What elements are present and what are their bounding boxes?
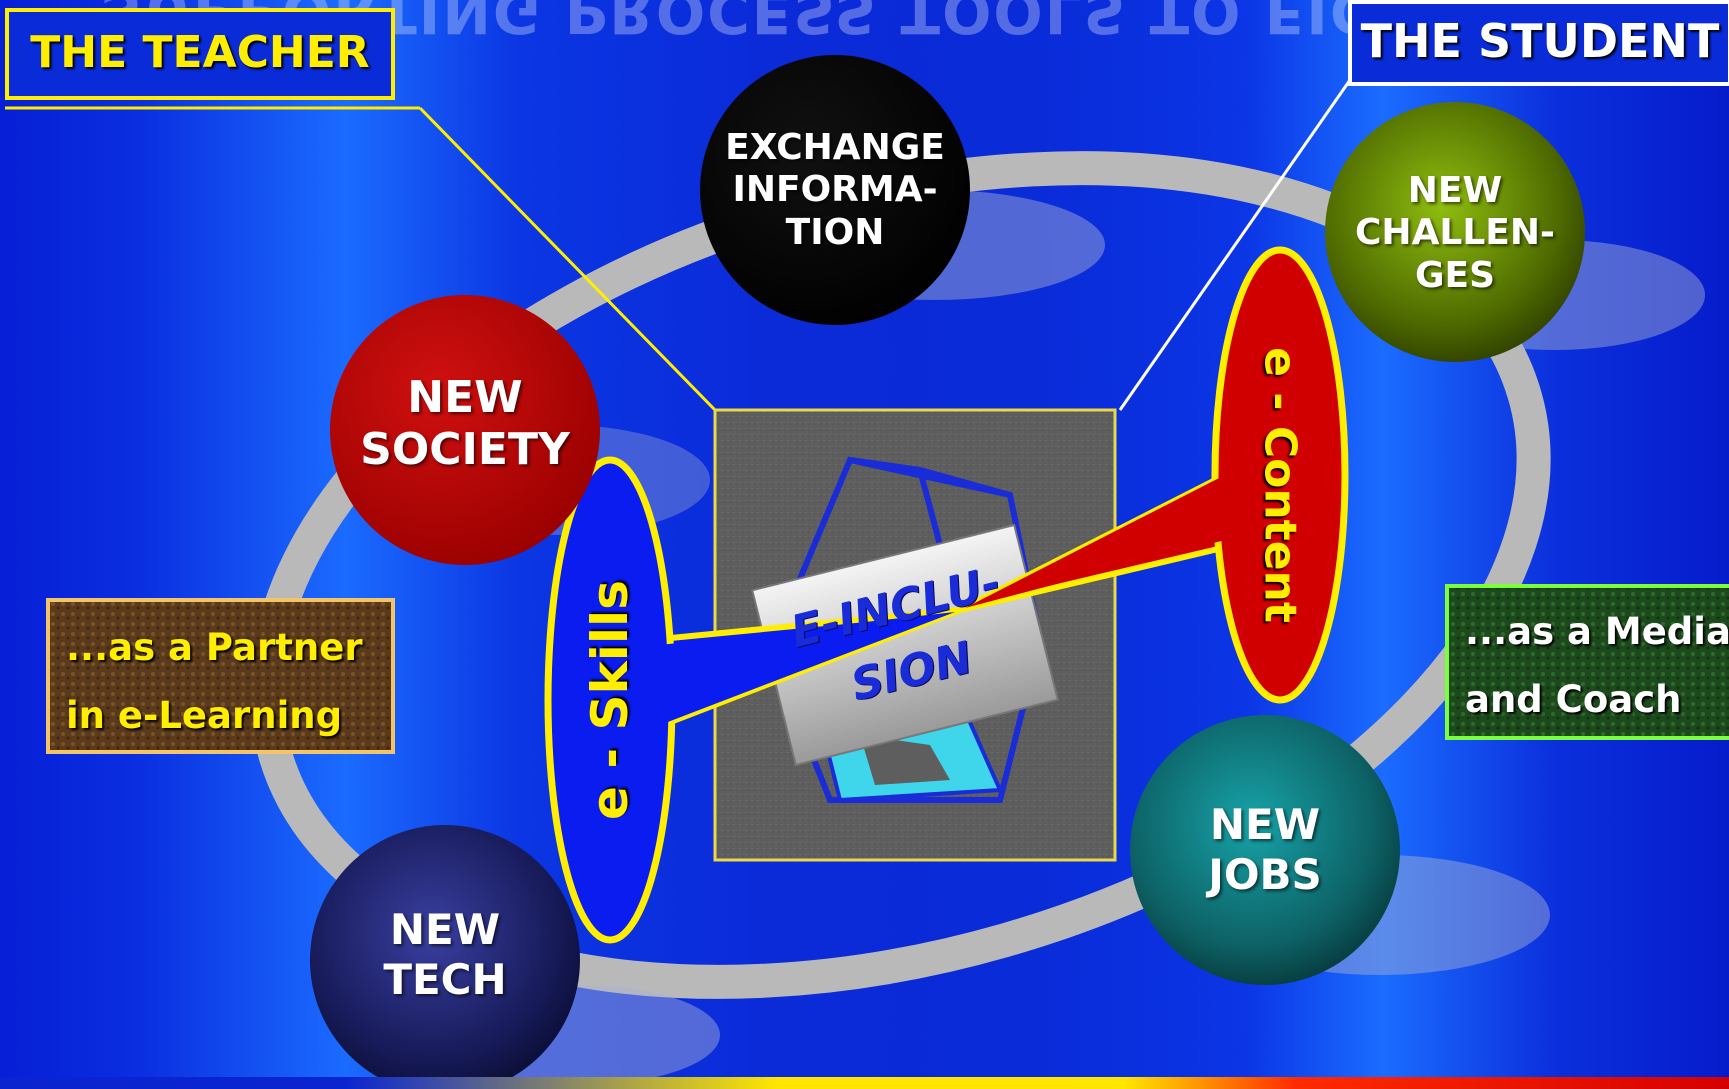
content-callout-label: e - Content xyxy=(1254,347,1306,623)
node-tech-line-1: NEW xyxy=(389,905,501,954)
teacher-caption: ...as a Partner in e-Learning xyxy=(66,614,363,750)
teacher-caption-line-2: in e-Learning xyxy=(66,694,343,737)
teacher-connector-diag xyxy=(418,106,717,412)
student-caption-line-2: and Coach xyxy=(1465,678,1682,721)
student-role-box xyxy=(1348,0,1729,86)
node-challenges-circle xyxy=(1325,102,1585,362)
bottom-color-bar xyxy=(0,1077,1729,1089)
node-exchange-line-2: INFORMA- xyxy=(732,169,938,211)
node-society-circle xyxy=(330,295,600,565)
teacher-caption-box xyxy=(46,598,395,754)
node-exchange-line-3: TION xyxy=(785,211,885,253)
node-exchange-label: EXCHANGE INFORMA- TION xyxy=(710,127,960,254)
node-challenges-line-2: CHALLEN- xyxy=(1355,212,1555,254)
node-society-line-2: SOCIETY xyxy=(360,423,570,475)
student-connector xyxy=(1118,79,1352,411)
student-caption-box xyxy=(1445,584,1729,740)
node-society-label: NEW SOCIETY xyxy=(330,372,600,476)
teacher-role-box xyxy=(5,8,395,100)
node-jobs-circle xyxy=(1130,715,1400,985)
student-role-label: THE STUDENT xyxy=(1360,14,1720,68)
student-caption-line-1: ...as a Media xyxy=(1465,610,1729,653)
teacher-caption-line-1: ...as a Partner xyxy=(66,626,363,669)
node-jobs-label: NEW JOBS xyxy=(1145,800,1385,899)
node-tech-label: NEW TECH xyxy=(325,905,565,1004)
node-tech-circle xyxy=(310,825,580,1089)
node-exchange-line-1: EXCHANGE xyxy=(725,127,945,168)
content-callout-oval xyxy=(1211,246,1349,704)
node-society-line-1: NEW xyxy=(407,372,523,423)
node-challenges-line-1: NEW xyxy=(1407,170,1503,211)
node-challenges-label: NEW CHALLEN- GES xyxy=(1325,170,1585,297)
node-tech-line-2: TECH xyxy=(383,954,507,1004)
teacher-role-label: THE TEACHER xyxy=(30,27,370,78)
node-jobs-line-2: JOBS xyxy=(1208,849,1322,899)
node-jobs-line-1: NEW xyxy=(1209,800,1321,849)
node-exchange-circle xyxy=(700,55,970,325)
skills-callout-label: e - Skills xyxy=(581,580,639,820)
node-challenges-line-3: GES xyxy=(1414,254,1496,296)
student-caption: ...as a Media and Coach xyxy=(1465,598,1729,734)
